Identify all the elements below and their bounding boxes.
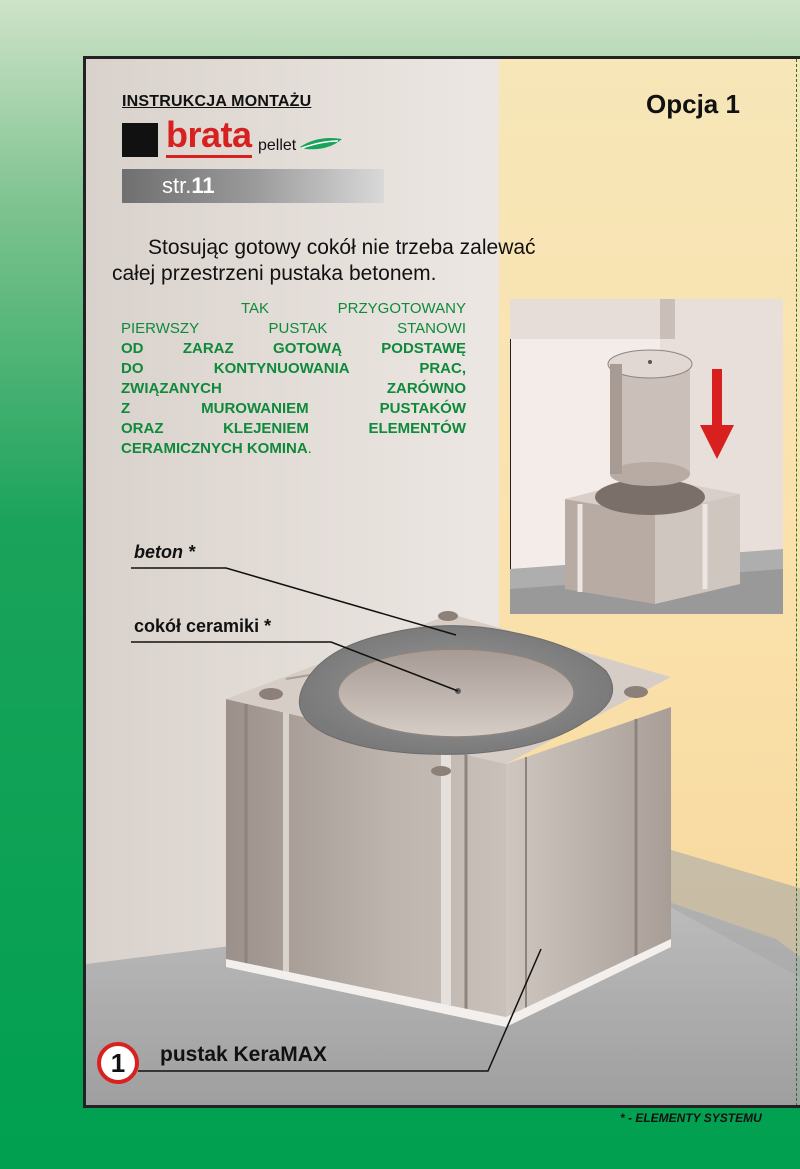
footer-note: * - ELEMENTY SYSTEMU [620,1111,762,1125]
green-line-2: PIERWSZY PUSTAK STANOWI [121,320,466,337]
intro-text: Stosując gotowy cokół nie trzeba zalewać… [112,235,672,287]
green-line-4: DO KONTYNUOWANIA PRAC, [121,360,466,377]
page-number: 11 [191,173,215,198]
main-illustration [86,567,800,1105]
cokol-leader-line [131,641,459,692]
step-number-badge: 1 [97,1042,139,1084]
pustak-leader-line [138,948,542,1072]
green-paragraph: TAK PRZYGOTOWANY PIERWSZY PUSTAK STANOWI… [121,299,466,459]
green-line-5: ZWIĄZANYCH ZARÓWNO [121,380,466,397]
label-beton: beton * [134,542,195,562]
logo-black-block [122,123,158,157]
beton-leader-line [131,567,457,636]
label-cokol-ceramiki: cokół ceramiki * [134,616,272,636]
instruction-page: INSTRUKCJA MONTAŻU brata pellet str.11 O… [83,56,800,1108]
down-arrow-icon [700,369,734,459]
brand-name: brata [166,115,252,158]
page-prefix: str. [162,173,192,198]
green-line-8-end: . [307,440,312,457]
page-indicator: str.11 [122,169,384,203]
green-line-7: ORAZ KLEJENIEM ELEMENTÓW [121,420,466,437]
block-right-face [506,707,671,1017]
right-dashed-border [796,59,797,1105]
block-front-face [226,699,506,1017]
instruction-title: INSTRUKCJA MONTAŻU [122,93,312,110]
green-line-3: OD ZARAZ GOTOWĄ PODSTAWĘ [121,340,466,357]
brand-logo: brata pellet [122,115,382,159]
green-line-8: CERAMICZNYCH KOMINA [121,440,308,457]
leaf-logo-icon [300,138,342,150]
green-line-6: Z MUROWANIEM PUSTAKÓW [121,400,466,417]
intro-line-1: Stosując gotowy cokół nie trzeba zalewać [148,236,536,259]
intro-line-2: całej przestrzeni pustaka betonem. [112,262,437,285]
green-line-1: TAK PRZYGOTOWANY [241,300,466,317]
option-title: Opcja 1 [646,89,740,119]
label-pustak-keramax: pustak KeraMAX [160,1043,327,1066]
brand-suffix: pellet [258,137,297,154]
inset-illustration [510,299,783,614]
